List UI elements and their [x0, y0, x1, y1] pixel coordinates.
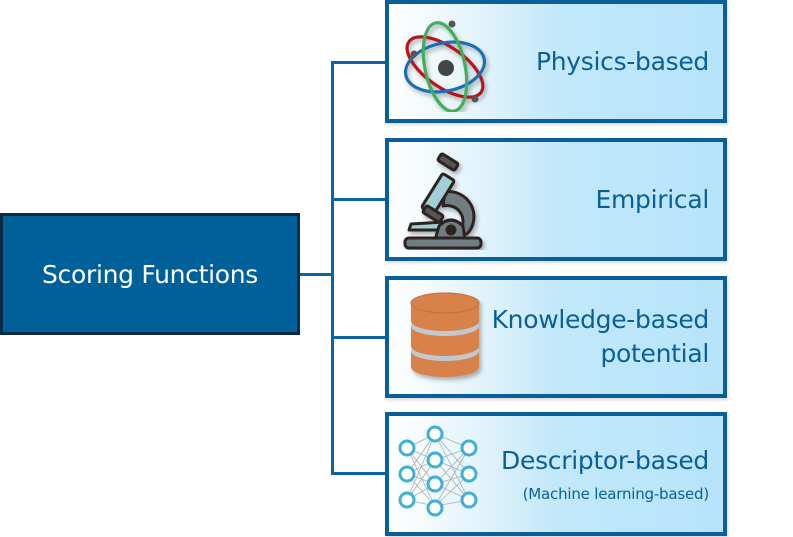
microscope-icon — [403, 152, 483, 249]
connector-branch-2 — [331, 198, 385, 201]
category-knowledge-based-potential: Knowledge-based potential — [385, 276, 727, 398]
root-node-scoring-functions: Scoring Functions — [0, 213, 300, 335]
connector-root-horizontal — [300, 273, 334, 276]
connector-trunk-vertical — [331, 61, 334, 475]
connector-branch-3 — [331, 336, 385, 339]
category-label: Physics-based — [535, 46, 709, 76]
connector-branch-1 — [331, 61, 385, 64]
category-sublabel: (Machine learning-based) — [522, 484, 710, 503]
connector-branch-4 — [331, 472, 385, 475]
category-label: Empirical — [595, 184, 710, 214]
category-label: Descriptor-based — [501, 446, 709, 475]
database-icon — [410, 292, 480, 377]
category-label-line1: Knowledge-based — [491, 305, 710, 335]
category-label-line2: potential — [600, 339, 709, 368]
atom-icon — [403, 20, 487, 112]
category-empirical: Empirical — [385, 138, 727, 261]
category-physics-based: Physics-based — [385, 0, 727, 123]
neural-network-icon — [398, 425, 478, 517]
root-node-label: Scoring Functions — [41, 259, 259, 289]
category-descriptor-based: Descriptor-based (Machine learning-based… — [385, 412, 727, 536]
